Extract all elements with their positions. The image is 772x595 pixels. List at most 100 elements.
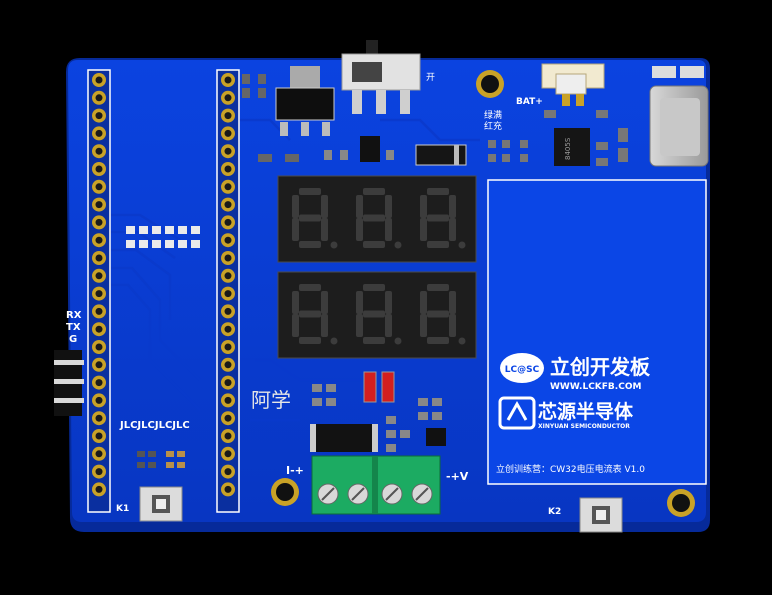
header-pin (221, 179, 235, 194)
decimal-point (458, 337, 466, 345)
segment (427, 188, 449, 195)
terminal-label-current: I-+ (286, 464, 304, 477)
segment (385, 314, 392, 337)
switch-label: 开 (426, 72, 435, 83)
board-title: 立创训练营：CW32电压电流表 V1.0 (496, 463, 645, 475)
seven-segment-display-bottom (277, 271, 477, 359)
xinyuan-logo-icon (498, 396, 536, 430)
mounting-holes (271, 70, 695, 517)
segment (321, 218, 328, 241)
header-pin (221, 304, 235, 319)
lckfb-title: 立创开发板 (550, 355, 651, 379)
header-pin (92, 286, 106, 301)
segment (449, 291, 456, 314)
battery-connector (541, 63, 605, 106)
bat-label: BAT+ (516, 97, 543, 107)
segment (356, 195, 363, 218)
segment (299, 310, 321, 318)
pin-header-right (216, 69, 240, 513)
digit (420, 188, 466, 249)
seven-segment-display-top (277, 175, 477, 263)
header-pin (221, 90, 235, 105)
header-pin (221, 215, 235, 230)
segment (385, 291, 392, 314)
charger-ic-marking: 8405S (564, 137, 572, 160)
segment (363, 337, 385, 344)
segment (363, 214, 385, 222)
segment (427, 284, 449, 291)
usb-c-port (649, 66, 709, 167)
segment (356, 314, 363, 337)
k2-button[interactable] (579, 497, 623, 533)
k1-button[interactable] (139, 486, 183, 522)
segment (292, 218, 299, 241)
header-pin (221, 446, 235, 461)
header-pin (221, 286, 235, 301)
resistor (165, 240, 174, 248)
power-switch[interactable] (341, 40, 421, 114)
mounting-hole-top-left (476, 70, 504, 98)
segment (385, 195, 392, 218)
resistor (191, 226, 200, 234)
header-pin (92, 233, 106, 248)
header-pin (92, 393, 106, 408)
segment (363, 241, 385, 248)
mounting-hole-bottom-left (271, 478, 299, 506)
digit (420, 284, 466, 345)
segment (292, 195, 299, 218)
decimal-point (394, 337, 402, 345)
header-pin (221, 340, 235, 354)
lckfb-url: WWW.LCKFB.COM (550, 382, 641, 392)
screw-terminal-block[interactable] (311, 455, 441, 515)
uart-rx-label: RX (66, 310, 82, 321)
digit (292, 188, 338, 249)
segment (356, 291, 363, 314)
header-pin (221, 162, 235, 176)
segment (321, 195, 328, 218)
header-pin (92, 144, 106, 159)
segment (321, 291, 328, 314)
header-pin (221, 411, 235, 426)
header-pin (221, 375, 235, 390)
header-pin (92, 357, 106, 372)
screw-terminal-4 (411, 483, 433, 505)
segment (299, 241, 321, 248)
resistor (152, 226, 161, 234)
segment (449, 314, 456, 337)
header-pin (221, 482, 235, 497)
header-pin (221, 251, 235, 265)
segment (449, 218, 456, 241)
k2-label: K2 (548, 507, 561, 517)
resistor (191, 240, 200, 248)
segment (420, 195, 427, 218)
segment (299, 188, 321, 195)
led-label-full: 绿满 (484, 109, 502, 121)
decimal-point (330, 241, 338, 249)
header-pin (92, 268, 106, 283)
resistor (139, 240, 148, 248)
xinyuan-subtitle: XINYUAN SEMICONDUCTOR (538, 423, 630, 430)
header-pin (92, 322, 106, 337)
uart-header: RX TX G (54, 310, 84, 416)
digit (292, 284, 338, 345)
header-pin (92, 90, 106, 105)
decimal-point (330, 337, 338, 345)
segment (385, 218, 392, 241)
segment (420, 291, 427, 314)
resistor (178, 240, 187, 248)
bottom-mid-components (310, 398, 446, 452)
resistor-array (126, 226, 200, 248)
header-pin (92, 73, 106, 87)
header-pin (92, 126, 106, 141)
segment (363, 284, 385, 291)
header-pin (221, 73, 235, 87)
header-pin (92, 251, 106, 265)
header-pin (221, 268, 235, 283)
header-pin (221, 464, 235, 479)
k1-label: K1 (116, 504, 129, 514)
shunt-resistors (312, 371, 395, 406)
header-pin (221, 233, 235, 248)
resistor (178, 226, 187, 234)
silkscreen-logo-panel (487, 179, 707, 485)
header-pin (221, 144, 235, 159)
